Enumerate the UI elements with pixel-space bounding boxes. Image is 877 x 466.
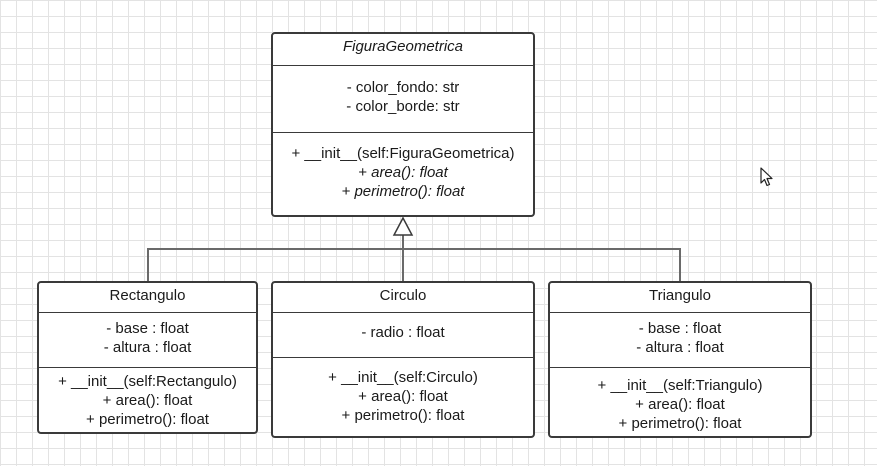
attribute: - base : float	[638, 320, 722, 337]
class-figura-geometrica[interactable]: FiguraGeometrica - color_fondo: str - co…	[271, 32, 535, 217]
method: + __init__(self:Triangulo)	[597, 377, 763, 394]
method: + perimetro(): float	[618, 415, 742, 432]
class-rectangulo[interactable]: Rectangulo - base : float - altura : flo…	[37, 281, 258, 434]
attribute: - radio : float	[361, 324, 445, 341]
attributes-section: - base : float - altura : float	[550, 313, 810, 367]
mouse-pointer-icon	[760, 167, 773, 187]
class-name: Circulo	[273, 283, 533, 313]
class-name: Rectangulo	[39, 283, 256, 313]
class-circulo[interactable]: Circulo - radio : float + __init__(self:…	[271, 281, 535, 438]
method: + area(): float	[102, 392, 193, 409]
method: + __init__(self:FiguraGeometrica)	[291, 145, 515, 162]
attribute: - color_borde: str	[346, 98, 460, 115]
methods-section: + __init__(self:Rectangulo) + area(): fl…	[39, 367, 256, 429]
method-abstract: + perimetro(): float	[341, 183, 465, 200]
method: + perimetro(): float	[86, 411, 209, 428]
attributes-section: - base : float - altura : float	[39, 313, 256, 367]
method: + area(): float	[635, 396, 725, 413]
class-name: FiguraGeometrica	[273, 34, 533, 66]
method: + __init__(self:Circulo)	[328, 369, 478, 386]
method: + perimetro(): float	[341, 407, 465, 424]
method: + area(): float	[358, 388, 448, 405]
attribute: - base : float	[106, 320, 189, 337]
attributes-section: - color_fondo: str - color_borde: str	[273, 66, 533, 132]
methods-section: + __init__(self:Circulo) + area(): float…	[273, 357, 533, 425]
inheritance-arrowhead	[392, 216, 414, 236]
attribute: - altura : float	[636, 339, 724, 356]
attribute: - color_fondo: str	[346, 79, 460, 96]
connector-rectangulo	[147, 248, 403, 282]
attribute: - altura : float	[103, 339, 192, 356]
method-abstract: + area(): float	[358, 164, 448, 181]
methods-section: + __init__(self:Triangulo) + area(): flo…	[550, 367, 810, 433]
method: + __init__(self:Rectangulo)	[58, 373, 237, 390]
attributes-section: - radio : float	[273, 313, 533, 357]
methods-section: + __init__(self:FiguraGeometrica) + area…	[273, 132, 533, 201]
class-triangulo[interactable]: Triangulo - base : float - altura : floa…	[548, 281, 812, 438]
class-name: Triangulo	[550, 283, 810, 313]
connector-triangulo	[403, 248, 681, 282]
